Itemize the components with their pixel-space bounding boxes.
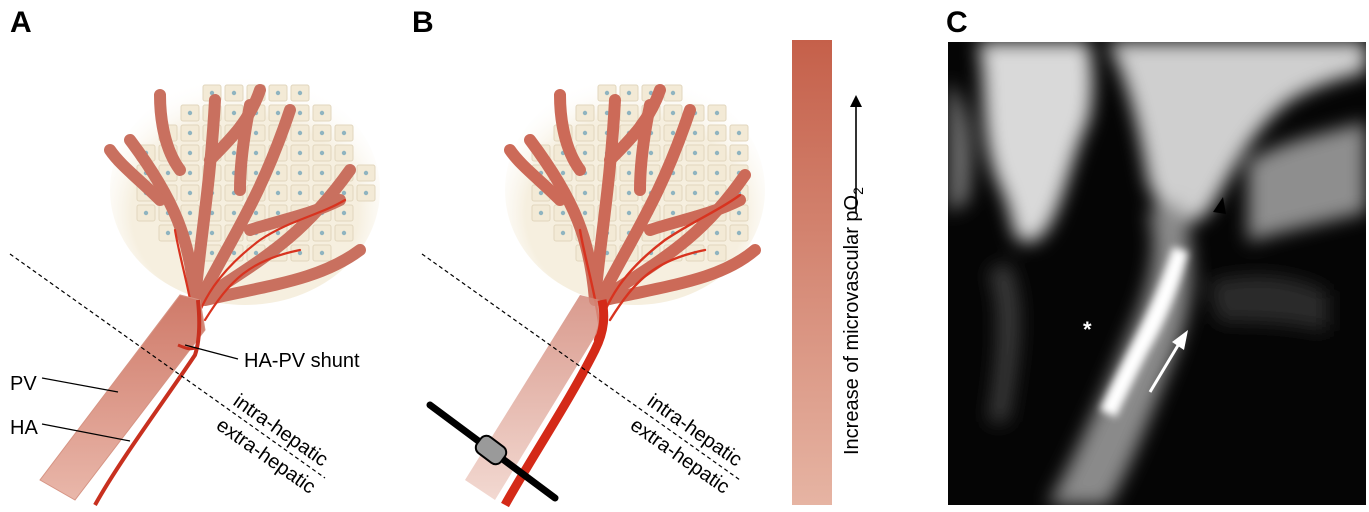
asterisk-marker: * [1083,317,1092,342]
hepatocyte-nucleus [232,111,236,115]
hepatocyte-nucleus [166,171,170,175]
hepatocyte-nucleus [627,171,631,175]
hepatocyte-nucleus [188,191,192,195]
hepatocyte-nucleus [583,211,587,215]
hepatocyte-nucleus [298,171,302,175]
hepatocyte-nucleus [627,211,631,215]
liver-lobule [505,75,765,340]
hepatocyte-nucleus [715,171,719,175]
hepatocyte-nucleus [364,191,368,195]
hepatocyte-nucleus [254,131,258,135]
hepatocyte-nucleus [166,231,170,235]
hepatocyte-nucleus [671,131,675,135]
label-ha-pv-shunt: HA-PV shunt [244,350,360,372]
hepatocyte-nucleus [583,151,587,155]
hepatocyte-nucleus [342,211,346,215]
hepatocyte-nucleus [298,131,302,135]
hepatocyte-nucleus [298,191,302,195]
hepatocyte-nucleus [561,231,565,235]
hepatocyte-nucleus [561,171,565,175]
hepatocyte-nucleus [342,231,346,235]
hepatocyte-nucleus [561,211,565,215]
panel-b-illustration: intra-hepatic extra-hepatic [410,0,780,512]
hepatocyte-nucleus [715,131,719,135]
hepatocyte-nucleus [671,191,675,195]
hepatocyte-nucleus [671,91,675,95]
hepatocyte-nucleus [715,251,719,255]
hepatocyte-nucleus [188,111,192,115]
portal-vein [40,295,205,500]
hepatocyte-nucleus [276,211,280,215]
panel-a-illustration: PV HA HA-PV shunt intra-hepatic extra-he… [0,0,400,512]
hepatocyte-nucleus [188,211,192,215]
hepatocyte-nucleus [737,211,741,215]
hepatocyte-nucleus [232,91,236,95]
hepatocyte-nucleus [627,151,631,155]
hepatocyte-nucleus [188,171,192,175]
hepatocyte-nucleus [254,171,258,175]
hepatocyte-nucleus [737,231,741,235]
hepatocyte-nucleus [693,151,697,155]
hepatocyte-nucleus [298,251,302,255]
hepatocyte-nucleus [210,251,214,255]
po2-axis-label: Increase of microvascular pO2 [841,187,866,455]
hepatocyte-nucleus [320,151,324,155]
hepatocyte-nucleus [715,111,719,115]
hepatocyte-nucleus [715,151,719,155]
hepatocyte-nucleus [715,191,719,195]
hepatocyte-nucleus [188,151,192,155]
hepatocyte-nucleus [737,151,741,155]
hepatocyte-nucleus [342,131,346,135]
hepatocyte-nucleus [298,91,302,95]
label-pv: PV [10,373,37,395]
hepatocyte-nucleus [320,111,324,115]
hepatocyte-nucleus [583,131,587,135]
hepatocyte-nucleus [627,111,631,115]
hepatocyte-nucleus [649,151,653,155]
hepatocyte-nucleus [144,211,148,215]
hepatocyte-nucleus [539,211,543,215]
hepatocyte-nucleus [737,131,741,135]
hepatocyte-nucleus [627,191,631,195]
hepatocyte-nucleus [276,111,280,115]
hepatocyte-nucleus [583,111,587,115]
hepatocyte-nucleus [254,211,258,215]
hepatocyte-nucleus [276,171,280,175]
hepatocyte-nucleus [320,131,324,135]
hepatocyte-nucleus [276,91,280,95]
label-ha: HA [10,417,38,439]
panel-c-micrograph: * [948,42,1366,505]
hepatocyte-nucleus [693,191,697,195]
hepatocyte-nucleus [605,91,609,95]
hepatocyte-nucleus [364,171,368,175]
hepatocyte-nucleus [342,151,346,155]
hepatocyte-nucleus [276,191,280,195]
hepatocyte-nucleus [693,131,697,135]
hepatocyte-nucleus [298,151,302,155]
hepatocyte-nucleus [671,111,675,115]
hepatocyte-nucleus [320,251,324,255]
hepatocyte-nucleus [583,191,587,195]
liver-lobule [110,75,380,340]
hepatocyte-nucleus [188,131,192,135]
hepatocyte-nucleus [671,211,675,215]
hepatocyte-nucleus [320,231,324,235]
hepatocyte-nucleus [232,211,236,215]
hepatocyte-nucleus [298,111,302,115]
hepatocyte-nucleus [320,171,324,175]
po2-gradient-bar [792,40,832,505]
hepatocyte-nucleus [254,151,258,155]
hepatocyte-nucleus [232,151,236,155]
hepatocyte-nucleus [715,231,719,235]
hepatocyte-nucleus [627,91,631,95]
hepatocyte-nucleus [649,171,653,175]
portal-vein [465,295,605,500]
panel-letter-c: C [946,8,968,38]
hepatocyte-nucleus [693,171,697,175]
hepatocyte-nucleus [210,231,214,235]
